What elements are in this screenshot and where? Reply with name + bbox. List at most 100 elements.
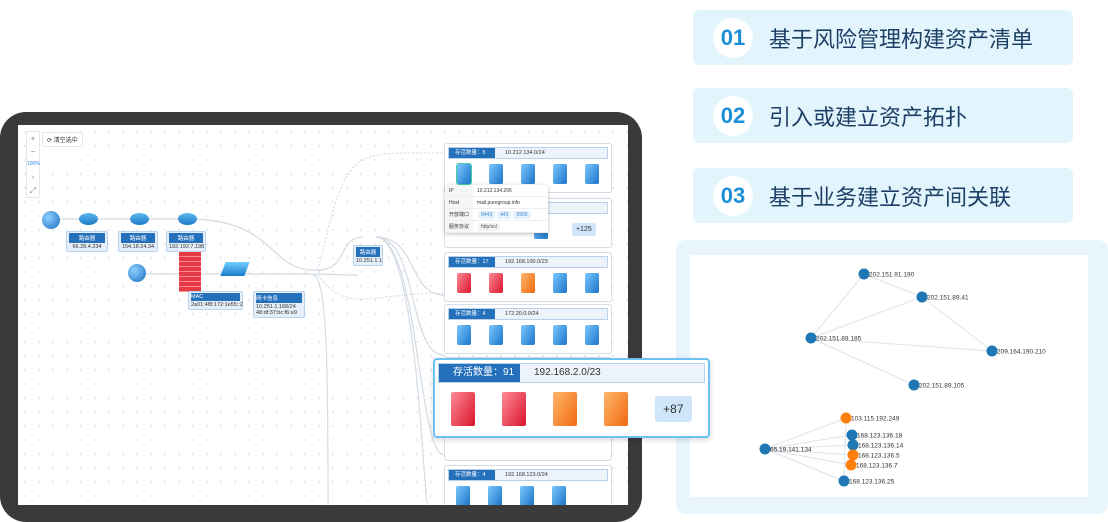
save-icon[interactable]: ▫ <box>31 173 35 182</box>
server-icon[interactable] <box>553 392 578 426</box>
graph-node-label: 168.123.136.5 <box>858 453 900 460</box>
server-icon[interactable] <box>604 392 629 426</box>
graph-node[interactable] <box>846 429 858 441</box>
graph-node[interactable] <box>986 345 998 357</box>
graph-node-label: 65.19.141.134 <box>770 447 812 454</box>
zoom-in-button[interactable]: + <box>30 134 36 143</box>
graph-node[interactable] <box>805 332 817 344</box>
graph-node[interactable] <box>838 475 850 487</box>
port-tag: 8443 <box>478 210 496 219</box>
graph-edge <box>810 273 865 339</box>
server-icon[interactable] <box>585 273 599 293</box>
graph-node-label: 168.123.136.7 <box>856 463 898 470</box>
feature-number: 03 <box>713 175 753 216</box>
internet-globe-icon[interactable] <box>128 264 146 282</box>
graph-node[interactable] <box>916 291 928 303</box>
server-icon[interactable] <box>552 486 566 505</box>
server-icon[interactable] <box>553 164 567 184</box>
graph-edge <box>764 448 854 456</box>
server-icon[interactable] <box>489 273 503 293</box>
graph-edge <box>764 448 852 466</box>
server-icon[interactable] <box>585 164 599 184</box>
router-icon[interactable] <box>178 213 197 225</box>
graph-edge <box>764 448 845 482</box>
server-icon[interactable] <box>489 325 503 345</box>
server-icon[interactable] <box>489 164 503 184</box>
server-icon[interactable] <box>553 325 567 345</box>
graph-edge <box>764 417 847 450</box>
graph-edge <box>863 273 923 298</box>
server-icon[interactable] <box>585 325 599 345</box>
graph-edge <box>764 444 854 450</box>
graph-node[interactable] <box>908 379 920 391</box>
subnet-cidr: 192.168.2.0/23 <box>534 367 601 378</box>
subnet-card-expanded[interactable]: 存活数量：91 192.168.2.0/23 +87 <box>433 358 710 438</box>
server-icon[interactable] <box>456 486 470 505</box>
graph-node-label: 202.151.89.185 <box>816 336 862 343</box>
graph-edge <box>810 296 923 339</box>
router-icon[interactable] <box>130 213 149 225</box>
graph-edge <box>810 337 993 352</box>
graph-node[interactable] <box>840 412 852 424</box>
relation-graph[interactable]: 202.151.91.190 202.151.89.41 202.151.89.18… <box>690 255 1088 497</box>
graph-node-label: 168.123.136.18 <box>857 433 903 440</box>
server-icon[interactable] <box>520 486 534 505</box>
server-icon[interactable] <box>457 325 471 345</box>
graph-node[interactable] <box>847 449 859 461</box>
feature-card-3: 03 基于业务建立资产间关联 <box>693 168 1073 223</box>
server-icon[interactable] <box>553 273 567 293</box>
graph-node[interactable] <box>845 459 857 471</box>
graph-node-label: 168.123.136.25 <box>849 479 895 486</box>
server-icon-selected[interactable] <box>456 163 472 185</box>
feature-card-2: 02 引入或建立资产拓扑 <box>693 88 1073 143</box>
clear-selection-button[interactable]: ⟳ 清空选中 <box>42 132 83 147</box>
internet-globe-icon[interactable] <box>42 211 60 229</box>
fit-screen-icon[interactable]: ⤢ <box>29 186 37 195</box>
graph-node[interactable] <box>847 439 859 451</box>
more-hosts-badge[interactable]: +125 <box>571 222 596 236</box>
feature-title: 基于业务建立资产间关联 <box>769 184 1012 210</box>
server-icon[interactable] <box>457 273 471 293</box>
graph-node-label: 202.151.91.190 <box>869 272 915 279</box>
switch-icon[interactable] <box>220 262 250 276</box>
feature-title: 引入或建立资产拓扑 <box>769 104 968 130</box>
server-icon[interactable] <box>521 325 535 345</box>
clear-selection-label: 清空选中 <box>53 138 78 144</box>
feature-number: 01 <box>713 17 753 58</box>
router-icon[interactable] <box>79 213 98 225</box>
server-icon[interactable] <box>488 486 502 505</box>
more-hosts-badge[interactable]: +87 <box>655 396 692 422</box>
server-icon[interactable] <box>521 273 535 293</box>
graph-node-label: 202.151.89.41 <box>927 295 969 302</box>
graph-node[interactable] <box>858 268 870 280</box>
zoom-out-button[interactable]: − <box>30 147 36 156</box>
server-icon[interactable] <box>451 392 476 426</box>
alive-count: 存活数量：91 <box>439 364 520 382</box>
topology-links <box>53 152 445 505</box>
firewall-icon[interactable] <box>179 252 201 292</box>
graph-edge <box>810 337 915 386</box>
graph-node[interactable] <box>759 443 771 455</box>
graph-node-label: 202.151.89.105 <box>919 383 965 390</box>
feature-number: 02 <box>713 95 753 136</box>
graph-edge <box>843 417 847 482</box>
server-icon[interactable] <box>521 164 535 184</box>
zoom-controls: + − 100% ▫ ⤢ <box>26 131 40 198</box>
graph-edge <box>764 434 853 450</box>
server-icon[interactable] <box>502 392 527 426</box>
graph-node-label: 103.115.192.249 <box>851 416 900 423</box>
port-tag: 5900 <box>513 210 531 219</box>
